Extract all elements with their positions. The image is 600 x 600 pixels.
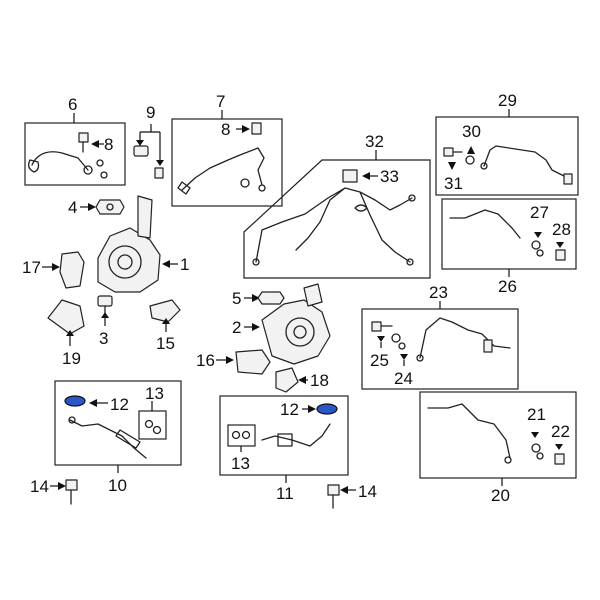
callout-22[interactable]: 22 (551, 422, 570, 441)
oil-line-10-part (69, 419, 147, 459)
support-bracket-part (47, 299, 85, 335)
bracket-16-part (235, 349, 271, 375)
group-23-coolant-supply-line: 23 25 24 (361, 283, 519, 390)
oil-feed-line-part (31, 151, 89, 171)
callout-13a[interactable]: 13 (145, 384, 164, 403)
callout-23[interactable]: 23 (429, 283, 448, 302)
oil-return-line-part (181, 147, 265, 191)
coolant-line-part (483, 145, 569, 179)
callout-11[interactable]: 11 (276, 484, 294, 503)
gasket-5-part (257, 291, 285, 305)
heat-shield-part (59, 251, 85, 289)
callout-8a[interactable]: 8 (104, 135, 113, 154)
group-32-wiring-harness: 32 33 (243, 132, 431, 279)
callout-13b[interactable]: 13 (231, 454, 250, 473)
box-32 (243, 159, 431, 279)
bolt-14a-part (65, 479, 78, 491)
group-9-sensor: 9 (133, 103, 164, 179)
temperature-sensor-part (154, 167, 164, 179)
callout-30[interactable]: 30 (462, 122, 481, 141)
callout-27[interactable]: 27 (530, 203, 549, 222)
group-7-oil-return-line: 7 8 (171, 92, 283, 207)
callout-15[interactable]: 15 (156, 334, 175, 353)
callout-24[interactable]: 24 (394, 369, 413, 388)
callout-32[interactable]: 32 (365, 132, 384, 151)
coolant-supply-line-part (419, 317, 511, 359)
arrow-8a (91, 140, 99, 148)
banjo-bolt-part (78, 132, 89, 143)
group-29-coolant-line: 29 30 31 (435, 91, 579, 196)
callout-1[interactable]: 1 (180, 255, 189, 274)
callout-28[interactable]: 28 (552, 220, 571, 239)
group-11-oil-line: 11 12 13 (219, 395, 349, 503)
callout-10[interactable]: 10 (108, 476, 127, 495)
group-10-oil-line: 10 12 13 (54, 380, 182, 495)
callout-26[interactable]: 26 (498, 277, 517, 296)
callout-18[interactable]: 18 (310, 371, 329, 390)
group-20-coolant-line: 20 21 22 (419, 391, 577, 505)
box-20 (419, 391, 577, 479)
callout-2[interactable]: 2 (232, 318, 241, 337)
turbo-gasket-part (95, 199, 125, 215)
coolant-line-20-part (427, 403, 511, 459)
box-6 (24, 122, 126, 186)
box-7 (171, 118, 283, 207)
box-29 (435, 116, 579, 196)
callout-3[interactable]: 3 (99, 329, 108, 348)
callout-6[interactable]: 6 (68, 95, 77, 114)
callout-20[interactable]: 20 (491, 486, 510, 505)
oil-line-11-part (261, 423, 331, 447)
connector-part (342, 169, 358, 183)
callout-4[interactable]: 4 (68, 198, 77, 217)
callout-29[interactable]: 29 (498, 91, 517, 110)
callout-21[interactable]: 21 (527, 405, 546, 424)
box-23 (361, 308, 519, 390)
stud-part (97, 295, 113, 307)
gasket-12b-highlighted[interactable] (316, 403, 338, 415)
bolt-14b-part (327, 484, 340, 496)
turbocharger-part (97, 227, 161, 293)
coolant-return-line-part (449, 209, 521, 239)
group-6-oil-feed-line: 6 8 (24, 95, 126, 186)
box-11 (219, 395, 349, 476)
group-1-turbocharger-assembly: 4 1 17 3 19 15 (22, 195, 189, 368)
bracket-18-part (275, 367, 299, 393)
callout-14a[interactable]: 14 (30, 477, 49, 496)
group-14-bolts: 14 14 (30, 477, 377, 509)
callout-8b[interactable]: 8 (221, 120, 230, 139)
callout-17[interactable]: 17 (22, 258, 41, 277)
callout-33[interactable]: 33 (380, 167, 399, 186)
callout-14b[interactable]: 14 (358, 482, 377, 501)
callout-5[interactable]: 5 (232, 289, 241, 308)
turbocharger-2-part (261, 299, 331, 365)
group-2-turbocharger-assembly: 5 2 16 18 (196, 283, 331, 393)
wiring-harness-part (255, 187, 413, 263)
pressure-sensor-part (133, 145, 149, 157)
callout-31[interactable]: 31 (444, 174, 463, 193)
leader-9 (139, 124, 161, 160)
callout-9[interactable]: 9 (146, 103, 155, 122)
callout-25[interactable]: 25 (370, 351, 389, 370)
gasket-12a-highlighted[interactable] (64, 395, 86, 407)
callout-7[interactable]: 7 (216, 92, 225, 111)
callout-16[interactable]: 16 (196, 351, 215, 370)
callout-12a[interactable]: 12 (110, 395, 129, 414)
callout-19[interactable]: 19 (62, 349, 81, 368)
group-26-coolant-return-line: 26 27 28 (441, 198, 577, 296)
callout-12b[interactable]: 12 (280, 400, 299, 419)
bracket-15-part (149, 299, 181, 323)
